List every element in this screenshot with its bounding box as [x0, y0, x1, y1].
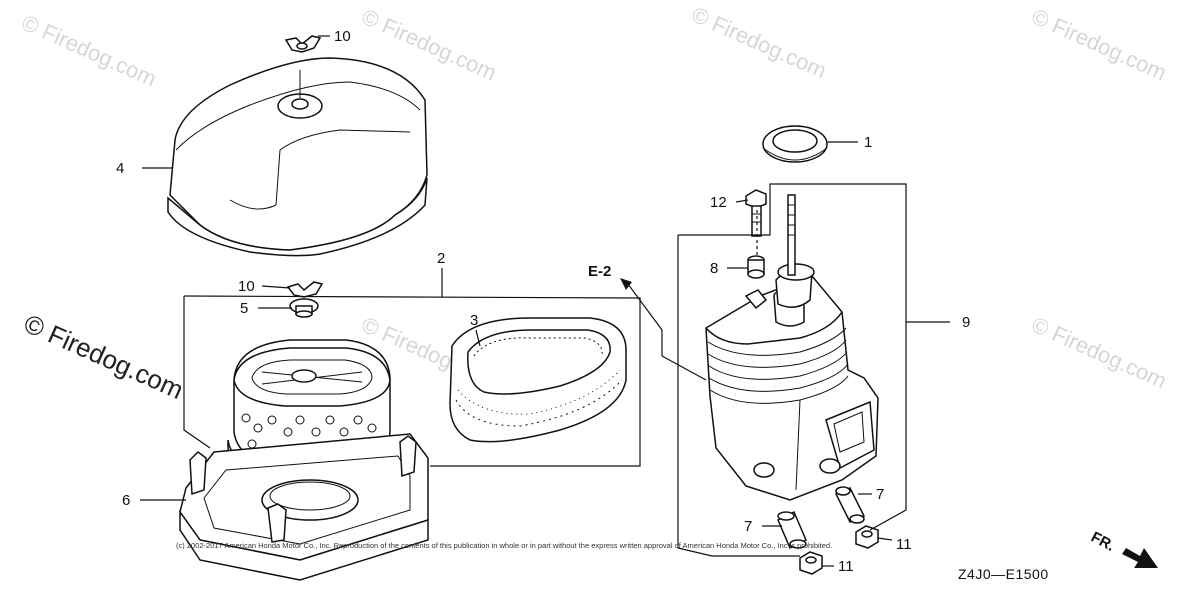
front-arrow-icon: [1122, 548, 1158, 568]
callout-3: 3: [470, 312, 478, 329]
reference-e2-label: E-2: [588, 263, 611, 280]
wing-nut-top: [284, 35, 322, 53]
nut-left: [799, 551, 823, 575]
air-cleaner-base: [179, 433, 429, 581]
diagram-code: Z4J0—E1500: [958, 566, 1049, 582]
callout-10-lower: 10: [238, 278, 255, 295]
callout-4: 4: [116, 160, 124, 177]
arrow-head-e2: [620, 278, 632, 290]
watermark-dark: © Firedog.com: [20, 308, 188, 405]
leader-11-right: [877, 537, 893, 541]
callout-11-left: 11: [838, 558, 854, 575]
callout-5: 5: [240, 300, 248, 317]
watermark: © Firedog.com: [18, 10, 160, 92]
breather-tube-right: [834, 486, 866, 524]
watermark: © Firedog.com: [1028, 312, 1170, 394]
front-direction-indicator: FR.: [1088, 529, 1158, 568]
leader-10-lower: [261, 285, 291, 289]
callout-11-right: 11: [896, 536, 912, 553]
leader-e2-lower: [661, 355, 707, 381]
callout-1: 1: [864, 134, 872, 151]
case-ribs: [707, 327, 849, 404]
breather-tube-left: [777, 510, 807, 550]
callout-7-left: 7: [744, 518, 752, 535]
grommet: [289, 298, 319, 318]
front-label: FR.: [1088, 529, 1117, 555]
air-cleaner-cover: [167, 57, 428, 257]
callout-8: 8: [710, 260, 718, 277]
collar: [747, 255, 765, 279]
callout-7-right: 7: [876, 486, 884, 503]
watermark: © Firedog.com: [688, 2, 830, 84]
group-bracket-9-left: [677, 235, 800, 557]
nut-right: [855, 525, 879, 549]
bolt: [745, 189, 767, 237]
leader-12: [735, 199, 749, 203]
callout-10-top: 10: [334, 28, 351, 45]
group-bracket-2: [183, 295, 641, 467]
callout-2: 2: [437, 250, 445, 267]
foam-element: [449, 317, 627, 443]
callout-12: 12: [710, 194, 727, 211]
leader-3: [475, 329, 481, 347]
callout-6: 6: [122, 492, 130, 509]
seal-ring: [762, 125, 828, 163]
watermark: © Firedog.com: [1028, 4, 1170, 86]
air-cleaner-case: [705, 194, 879, 501]
leader-e2: [627, 283, 663, 356]
group-bracket-9: [678, 183, 907, 531]
wing-nut-lower: [286, 281, 324, 298]
callout-9: 9: [962, 314, 970, 331]
group-bracket-2-left: [183, 296, 211, 449]
copyright-notice: (c) 2002-2017 American Honda Motor Co., …: [176, 541, 832, 550]
